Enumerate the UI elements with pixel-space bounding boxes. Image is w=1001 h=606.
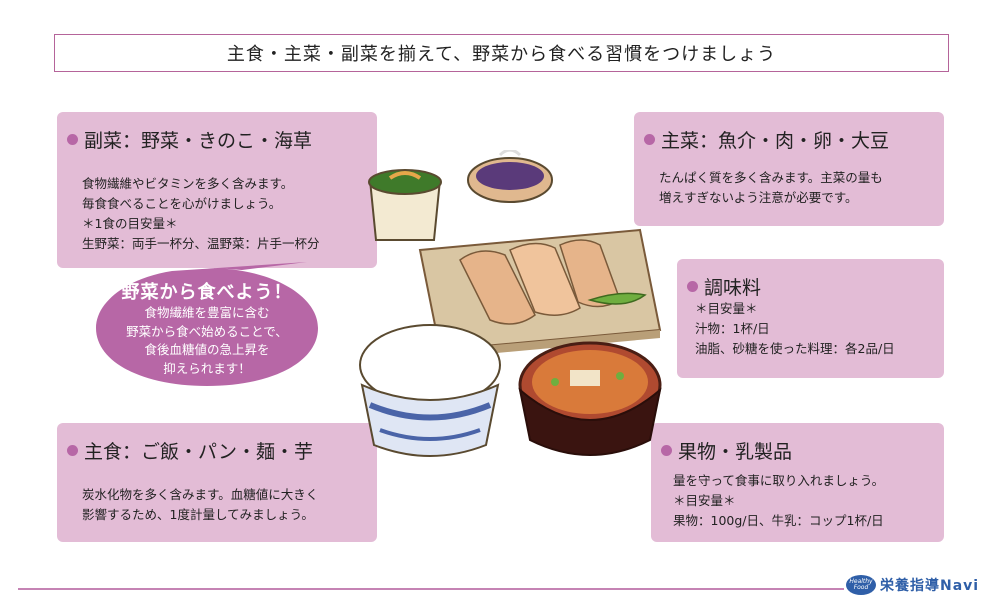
speech-bubble-line: 食後血糖値の急上昇を bbox=[144, 342, 270, 357]
bullet-dot-icon bbox=[67, 134, 78, 145]
card-kabutsu-title: 果物・乳製品 bbox=[678, 441, 793, 463]
speech-bubble-body: 食物繊維を豊富に含む 野菜から食べ始めることで、 食後血糖値の急上昇を 抑えられ… bbox=[92, 304, 322, 378]
speech-bubble: 野菜から食べよう！ 食物繊維を豊富に含む 野菜から食べ始めることで、 食後血糖値… bbox=[92, 262, 344, 390]
card-fukusai-title: 副菜：野菜・きのこ・海草 bbox=[84, 130, 313, 152]
card-kabutsu: 果物・乳製品 量を守って食事に取り入れましょう。 ＊目安量＊ 果物：100g/日… bbox=[651, 423, 944, 542]
card-chomi: 調味料 ＊目安量＊ 汁物：1杯/日 油脂、砂糖を使った料理：各2品/日 bbox=[677, 259, 944, 378]
card-fukusai-heading: 副菜：野菜・きのこ・海草 bbox=[67, 126, 312, 153]
speech-bubble-line: 食物繊維を豊富に含む bbox=[144, 305, 270, 320]
eggplant-bowl-icon bbox=[467, 150, 553, 203]
speech-bubble-shape bbox=[96, 262, 318, 386]
card-chomi-title: 調味料 bbox=[704, 277, 762, 299]
card-shushoku-heading: 主食：ご飯・パン・麺・芋 bbox=[67, 437, 313, 464]
card-chomi-heading: 調味料 bbox=[687, 273, 761, 300]
card-fukusai-body: 食物繊維やビタミンを多く含みます。 毎食食べることを心がけましょう。 ＊1食の目… bbox=[82, 174, 320, 254]
soup-bowl-icon bbox=[518, 341, 662, 456]
rice-bowl-icon bbox=[359, 324, 501, 457]
card-shushoku-title: 主食：ご飯・パン・麺・芋 bbox=[84, 441, 313, 463]
card-shushoku: 主食：ご飯・パン・麺・芋 炭水化物を多く含みます。血糖値に大きく 影響するため、… bbox=[57, 423, 377, 542]
bullet-dot-icon bbox=[67, 445, 78, 456]
brand-name: 栄養指導Navi bbox=[880, 578, 980, 594]
card-shushoku-body: 炭水化物を多く含みます。血糖値に大きく 影響するため、1度計量してみましょう。 bbox=[82, 485, 318, 525]
meal-illustration bbox=[359, 150, 662, 457]
footer-divider bbox=[18, 588, 844, 590]
card-shusai-title: 主菜：魚介・肉・卵・大豆 bbox=[661, 130, 890, 152]
card-fukusai-line: 食物繊維やビタミンを多く含みます。 bbox=[82, 176, 294, 191]
card-shusai-heading: 主菜：魚介・肉・卵・大豆 bbox=[644, 126, 889, 153]
card-shusai-line: 増えすぎないよう注意が必要です。 bbox=[659, 190, 858, 205]
card-kabutsu-line: 量を守って食事に取り入れましょう。 bbox=[673, 473, 885, 488]
card-shusai-body: たんぱく質を多く含みます。主菜の量も 増えすぎないよう注意が必要です。 bbox=[659, 168, 883, 208]
card-chomi-body: ＊目安量＊ 汁物：1杯/日 油脂、砂糖を使った料理：各2品/日 bbox=[695, 299, 895, 359]
bullet-dot-icon bbox=[687, 281, 698, 292]
card-kabutsu-heading: 果物・乳製品 bbox=[661, 437, 792, 464]
card-fukusai-line: 生野菜：両手一杯分、温野菜：片手一杯分 bbox=[82, 236, 320, 251]
card-kabutsu-body: 量を守って食事に取り入れましょう。 ＊目安量＊ 果物：100g/日、牛乳：コップ… bbox=[673, 471, 884, 531]
card-chomi-line: 汁物：1杯/日 bbox=[695, 321, 770, 336]
card-chomi-line: ＊目安量＊ bbox=[695, 301, 758, 316]
card-shushoku-line: 炭水化物を多く含みます。血糖値に大きく bbox=[82, 487, 319, 502]
speech-bubble-line: 野菜から食べ始めることで、 bbox=[126, 323, 288, 339]
card-shusai-line: たんぱく質を多く含みます。主菜の量も bbox=[659, 170, 883, 185]
card-fukusai-line: 毎食食べることを心がけましょう。 bbox=[82, 196, 282, 211]
card-fukusai: 副菜：野菜・きのこ・海草 食物繊維やビタミンを多く含みます。 毎食食べることを心… bbox=[57, 112, 377, 268]
card-shusai: 主菜：魚介・肉・卵・大豆 たんぱく質を多く含みます。主菜の量も 増えすぎないよう… bbox=[634, 112, 944, 226]
speech-bubble-title: 野菜から食べよう！ bbox=[121, 282, 293, 303]
speech-bubble-line: 抑えられます！ bbox=[163, 360, 251, 376]
card-kabutsu-line: 果物：100g/日、牛乳：コップ1杯/日 bbox=[673, 513, 884, 528]
fish-plate-icon bbox=[418, 228, 662, 358]
card-shushoku-line: 影響するため、1度計量してみましょう。 bbox=[82, 507, 314, 522]
bullet-dot-icon bbox=[644, 134, 655, 145]
brand-logo: Healthy Food 栄養指導Navi bbox=[846, 575, 979, 595]
card-chomi-line: 油脂、砂糖を使った料理：各2品/日 bbox=[695, 341, 895, 356]
side-dish-bowl-icon bbox=[368, 169, 442, 241]
healthy-food-badge-icon: Healthy Food bbox=[846, 575, 876, 595]
bullet-dot-icon bbox=[661, 445, 672, 456]
card-fukusai-line: ＊1食の目安量＊ bbox=[82, 216, 178, 231]
card-kabutsu-line: ＊目安量＊ bbox=[673, 493, 736, 508]
page-title: 主食・主菜・副菜を揃えて、野菜から食べる習慣をつけましょう bbox=[54, 34, 949, 72]
